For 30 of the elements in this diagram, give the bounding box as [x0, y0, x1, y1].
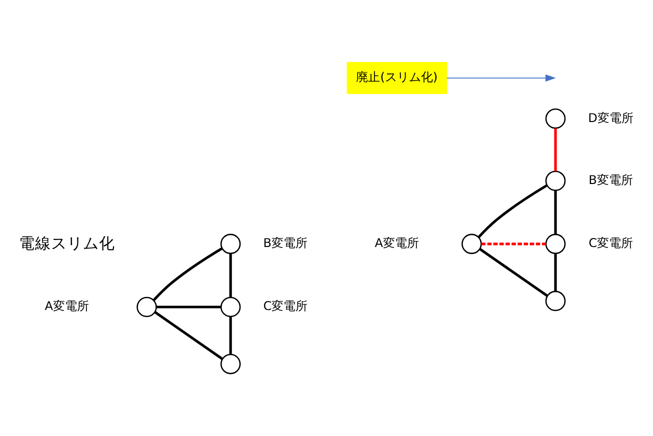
- node-label: C変電所: [588, 236, 634, 250]
- node-label: A変電所: [44, 299, 89, 314]
- node-circle: [136, 296, 157, 318]
- node-label: C変電所: [263, 299, 308, 314]
- node-circle: [545, 290, 566, 312]
- node-label: D変電所: [588, 110, 634, 125]
- connector: [156, 306, 221, 308]
- node-label: A変電所: [374, 236, 420, 250]
- connector: [154, 311, 224, 360]
- node-circle: [462, 234, 482, 254]
- node-box: 廃止(スリム化): [346, 62, 448, 94]
- node-circle: [545, 170, 566, 191]
- node-circle: [545, 108, 566, 129]
- connector: [478, 184, 548, 238]
- label: 電線スリム化: [18, 234, 115, 253]
- arrow: [446, 74, 556, 82]
- connector: [479, 248, 548, 297]
- connector: [554, 128, 557, 172]
- node-circle: [220, 296, 241, 318]
- node-label: B変電所: [263, 236, 308, 250]
- node-circle: [545, 234, 566, 254]
- connector: [554, 190, 557, 234]
- connector: [152, 247, 223, 302]
- connector: [554, 254, 557, 292]
- node-circle: [220, 354, 241, 374]
- node-circle: [220, 234, 241, 254]
- node-label: B変電所: [588, 173, 633, 188]
- connector: [229, 254, 232, 298]
- connector: [229, 316, 232, 354]
- connector: [481, 242, 546, 246]
